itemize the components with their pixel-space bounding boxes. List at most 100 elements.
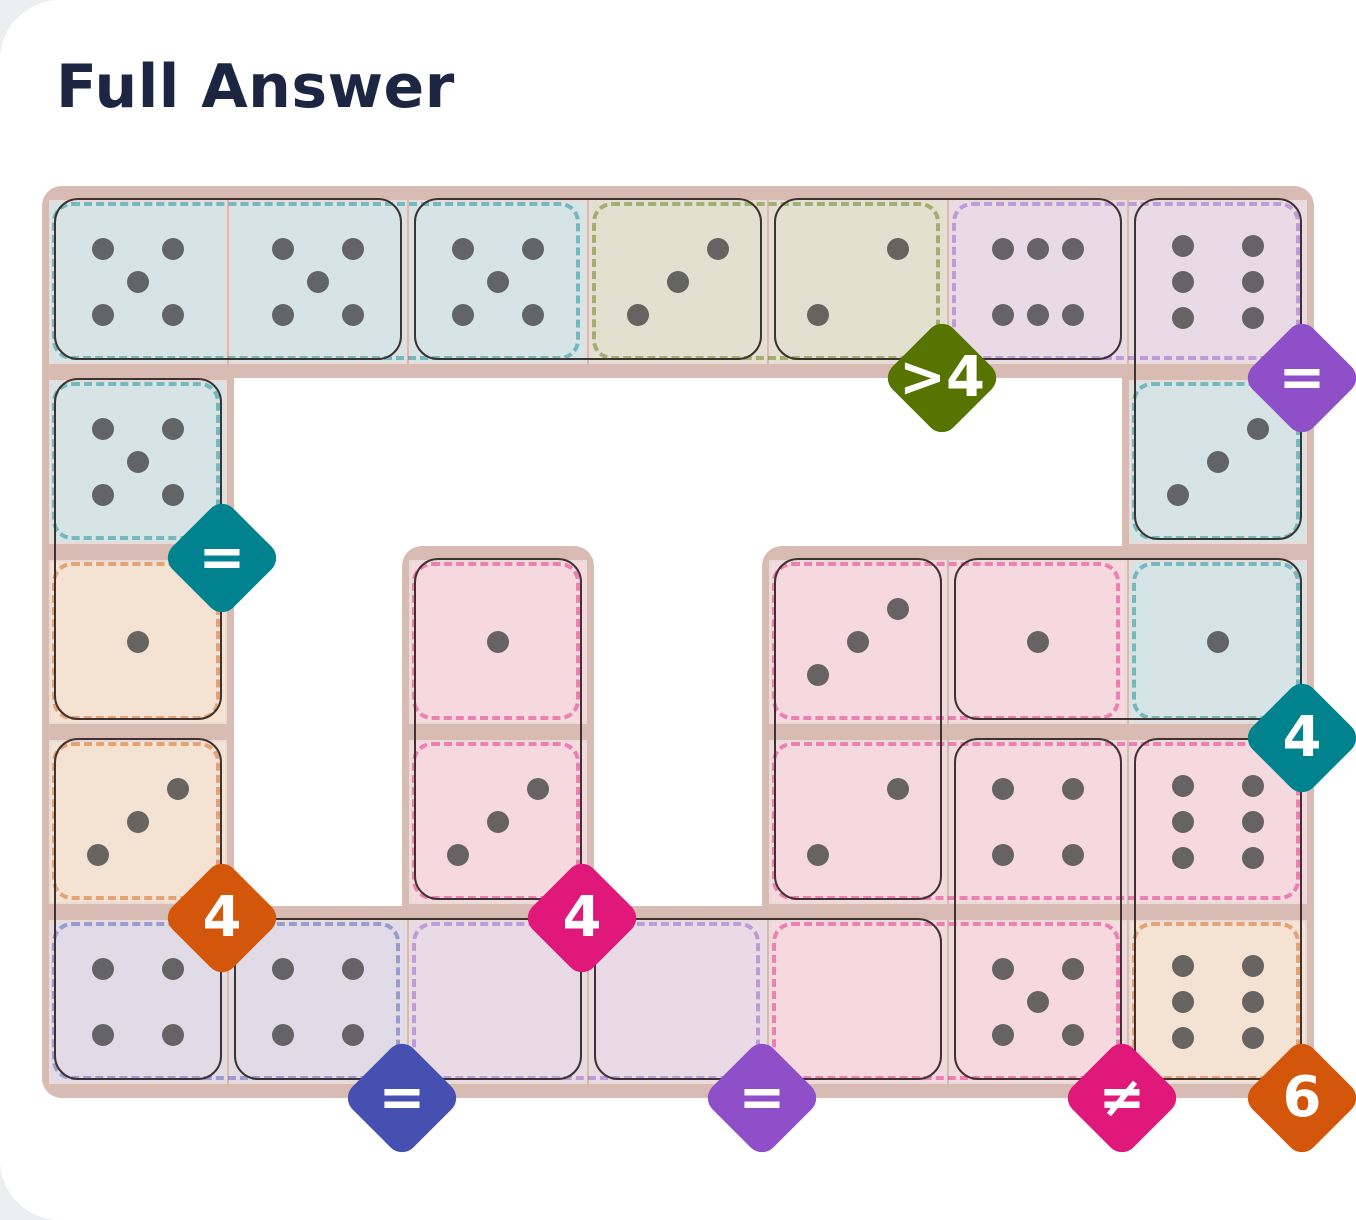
domino-tile: [414, 558, 582, 900]
region-outline: [592, 202, 940, 360]
pip: [991, 778, 1014, 801]
badge-label: 6: [1282, 1065, 1322, 1130]
domino-tile: [774, 558, 942, 900]
region-constraint-badge: =: [697, 1033, 827, 1163]
pip: [91, 958, 114, 981]
board-cell: [229, 920, 407, 1084]
pip: [451, 303, 474, 326]
pip: [1242, 271, 1265, 293]
region-constraint-badge: 4: [1237, 673, 1356, 803]
pip: [707, 238, 730, 261]
pip: [307, 271, 329, 293]
pip: [271, 238, 294, 261]
pip: [162, 483, 185, 506]
pip: [1062, 303, 1085, 326]
pip: [127, 451, 149, 473]
badge-label: ≠: [1098, 1065, 1146, 1130]
pip: [1027, 631, 1049, 653]
pip: [1242, 847, 1265, 870]
pip: [1171, 1027, 1194, 1050]
region-constraint-badge: 6: [1237, 1033, 1356, 1163]
pip: [806, 663, 829, 686]
pip: [1062, 958, 1085, 981]
pip: [487, 631, 509, 653]
pip: [1062, 843, 1085, 866]
pip: [162, 1023, 185, 1046]
board-cell: [769, 200, 947, 364]
pip: [342, 238, 365, 261]
pip: [487, 271, 509, 293]
pip: [1027, 991, 1049, 1013]
board-cell: [1129, 200, 1307, 364]
pip: [522, 238, 545, 261]
pip: [271, 958, 294, 981]
badge-label: =: [738, 1065, 786, 1130]
pip: [487, 811, 509, 833]
pip: [522, 303, 545, 326]
pip: [1171, 954, 1194, 977]
pip: [991, 1023, 1014, 1046]
pip: [167, 778, 190, 801]
badge-label: 4: [202, 885, 242, 950]
board-cell: [949, 200, 1127, 364]
board-cell: [589, 920, 767, 1084]
badge-label: >4: [899, 345, 985, 410]
pip: [1062, 778, 1085, 801]
pip: [342, 303, 365, 326]
pip: [667, 271, 689, 293]
badge-label: 4: [562, 885, 602, 950]
board-cell: [769, 920, 947, 1084]
pip: [991, 303, 1014, 326]
pip: [271, 303, 294, 326]
pip: [1242, 774, 1265, 797]
badge-label: =: [1278, 345, 1326, 410]
pip: [1242, 991, 1265, 1013]
domino-tile: [1134, 738, 1302, 1080]
region-constraint-badge: >4: [877, 313, 1007, 443]
pip: [887, 778, 910, 801]
pip: [1171, 307, 1194, 330]
pip: [342, 958, 365, 981]
pip: [806, 303, 829, 326]
region-outline: [952, 202, 1300, 360]
pip: [1027, 238, 1049, 261]
pip: [91, 238, 114, 261]
pip: [162, 418, 185, 441]
domino-tile: [954, 558, 1302, 720]
pip: [1062, 238, 1085, 261]
pip: [1171, 234, 1194, 257]
pip: [342, 1023, 365, 1046]
pip: [1242, 811, 1265, 833]
pip: [127, 271, 149, 293]
pip: [626, 303, 649, 326]
region-constraint-badge: =: [1237, 313, 1356, 443]
pip: [887, 238, 910, 261]
pip: [1171, 811, 1194, 833]
board-cell: [1129, 920, 1307, 1084]
pip: [527, 778, 550, 801]
domino-tile: [414, 198, 762, 360]
badge-label: =: [198, 525, 246, 590]
board-cell: [409, 200, 587, 364]
pip: [91, 483, 114, 506]
pip: [1027, 303, 1049, 326]
pip: [127, 631, 149, 653]
pip: [271, 1023, 294, 1046]
domino-tile: [954, 738, 1122, 1080]
pip: [1247, 418, 1270, 441]
pip: [162, 238, 185, 261]
pip: [991, 958, 1014, 981]
pip: [1171, 991, 1194, 1013]
board-cell: [589, 200, 767, 364]
region-constraint-badge: =: [337, 1033, 467, 1163]
pip: [847, 631, 869, 653]
region-constraint-badge: ≠: [1057, 1033, 1187, 1163]
pip: [991, 238, 1014, 261]
pip: [1207, 631, 1229, 653]
domino-tile: [54, 198, 402, 360]
pip: [1166, 483, 1189, 506]
pip: [1062, 1023, 1085, 1046]
pip: [991, 843, 1014, 866]
pip: [91, 1023, 114, 1046]
